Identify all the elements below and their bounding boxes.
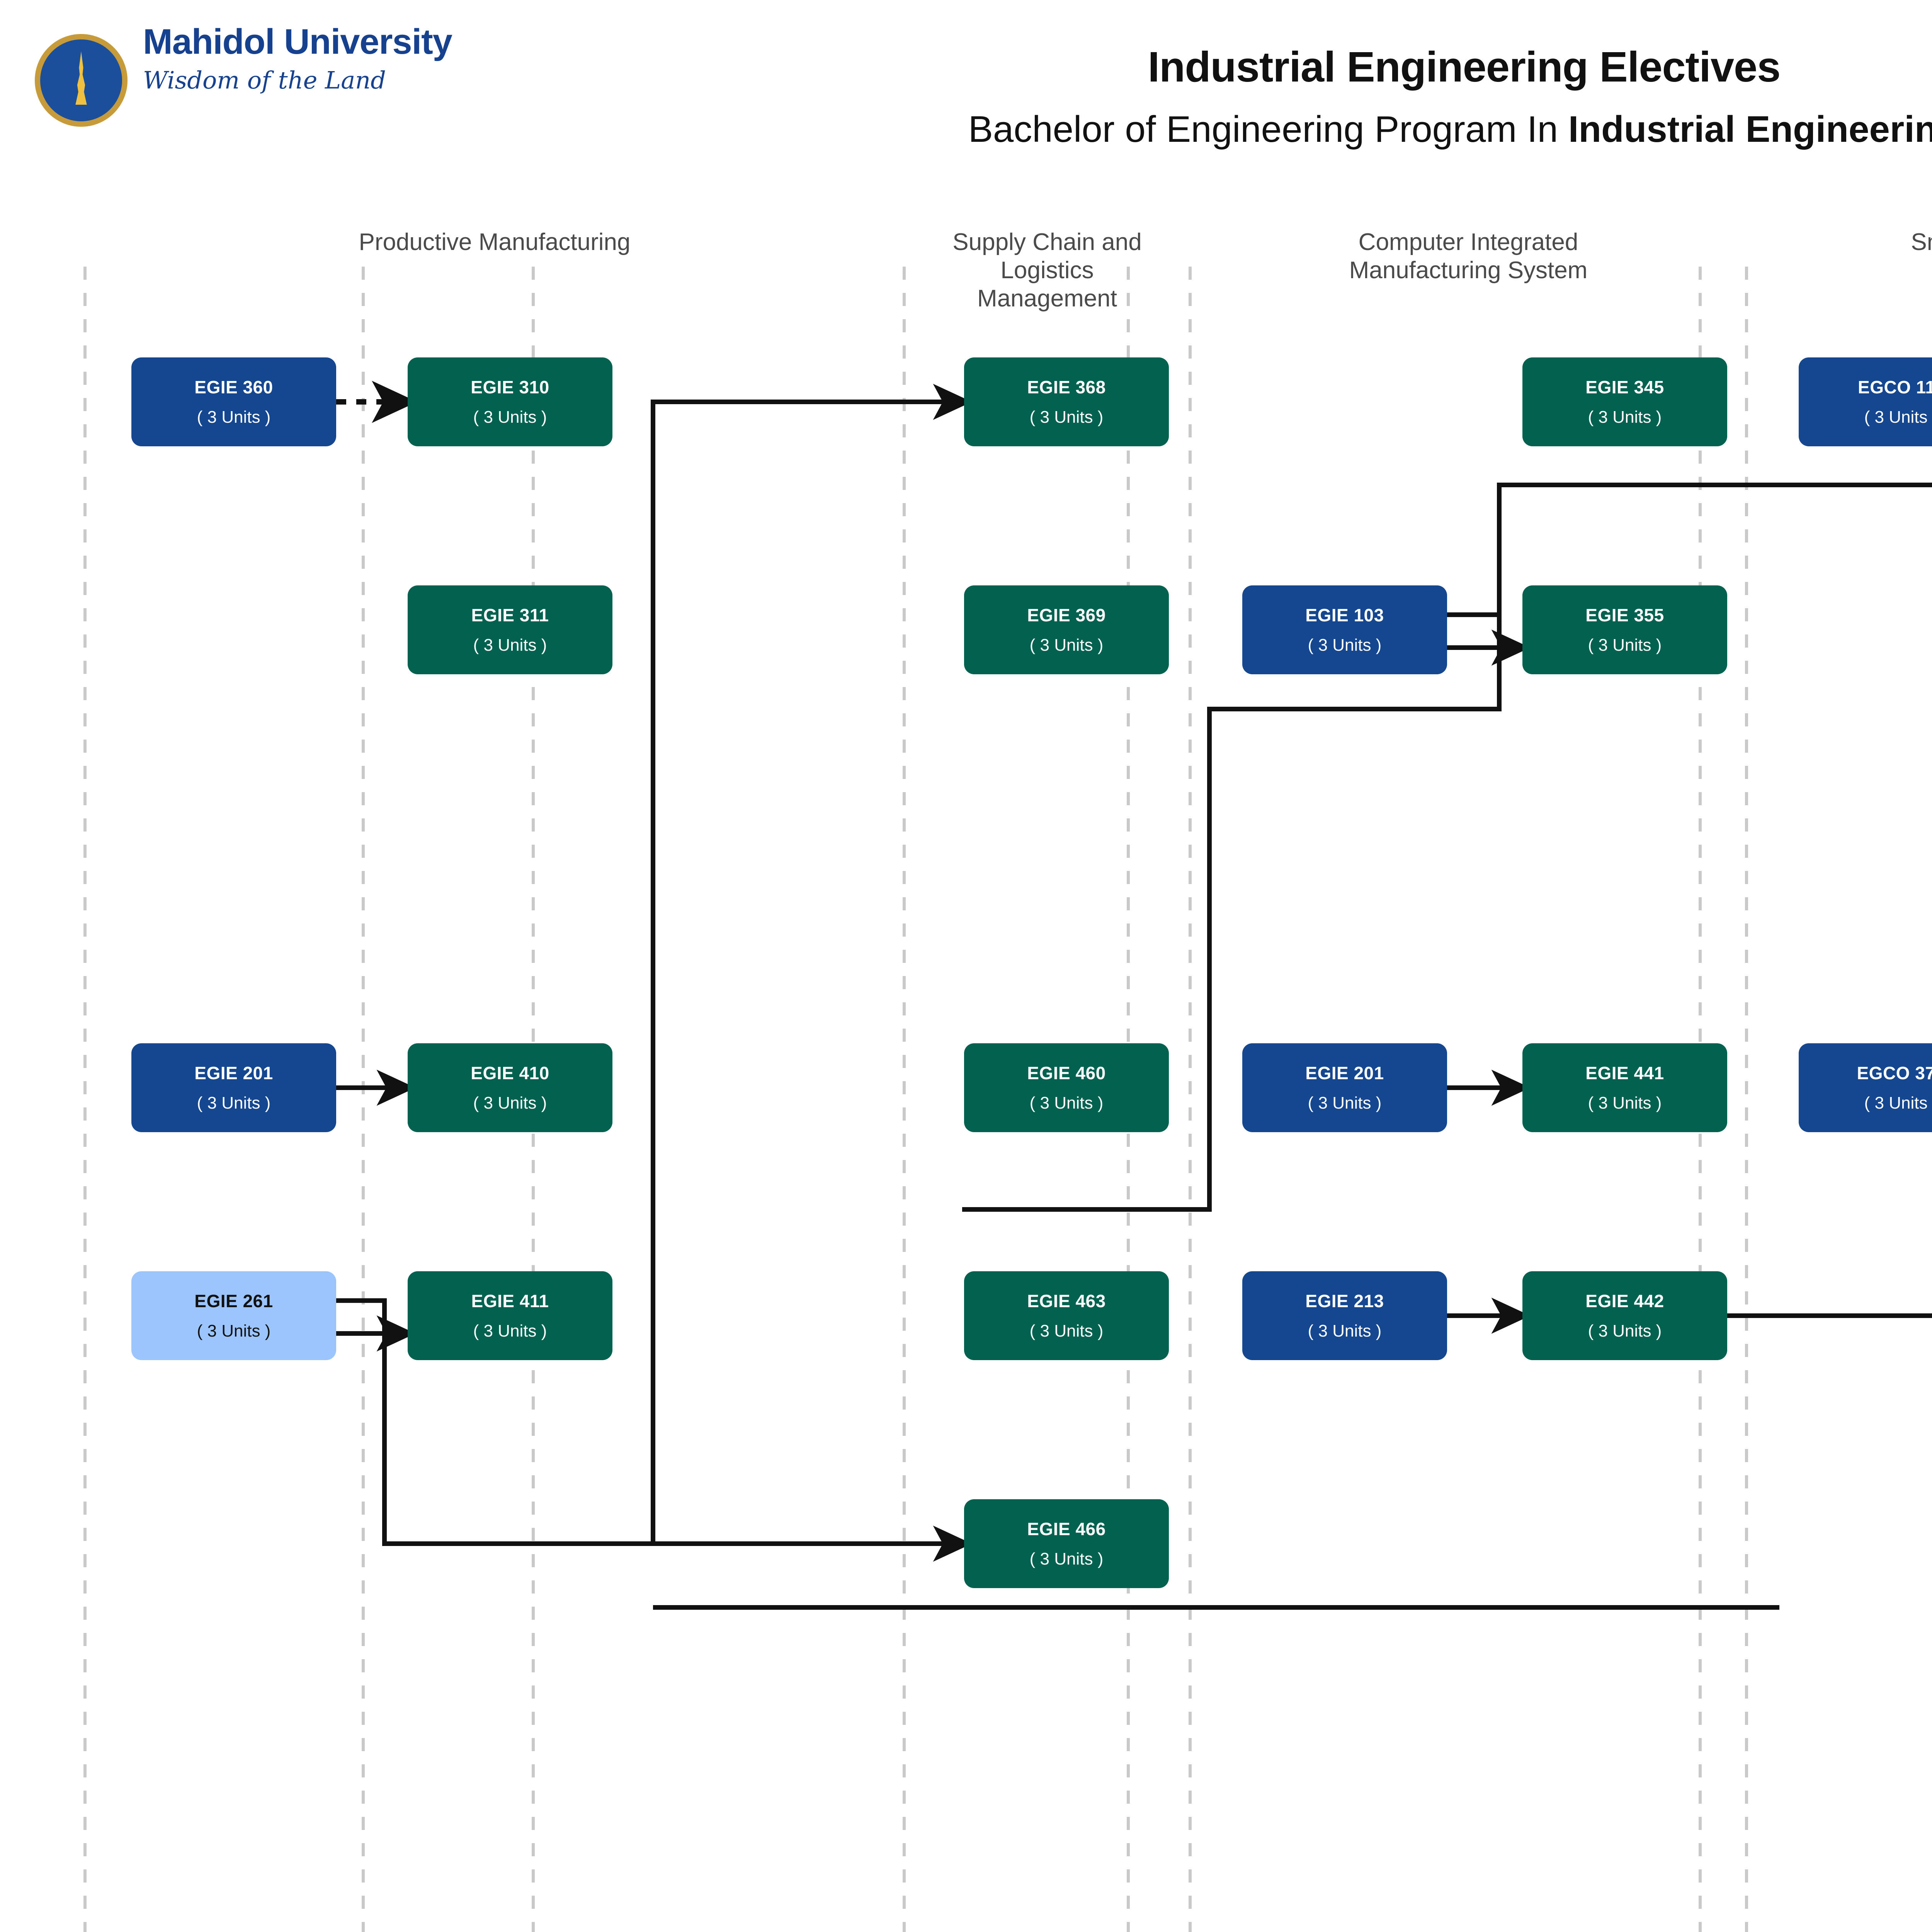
page-subtitle: Bachelor of Engineering Program In Indus… <box>0 108 1932 151</box>
page-subtitle-prefix: Bachelor of Engineering Program In <box>968 109 1568 150</box>
course-node-egie-411[interactable]: EGIE 411 ( 3 Units ) <box>408 1271 612 1360</box>
course-units: ( 3 Units ) <box>1588 1094 1662 1112</box>
course-units: ( 3 Units ) <box>1588 408 1662 427</box>
page-title: Industrial Engineering Electives <box>1148 43 1781 91</box>
course-node-egie-345[interactable]: EGIE 345 ( 3 Units ) <box>1522 357 1727 446</box>
column-heading-line: Manufacturing System <box>1349 257 1588 284</box>
brand-tagline: Wisdom of the Land <box>143 66 386 94</box>
course-node-egie-466-sc[interactable]: EGIE 466 ( 3 Units ) <box>964 1499 1169 1588</box>
course-units: ( 3 Units ) <box>197 1321 271 1340</box>
course-code: EGIE 411 <box>471 1291 549 1311</box>
course-node-egie-261[interactable]: EGIE 261 ( 3 Units ) <box>131 1271 336 1360</box>
course-node-egco-375[interactable]: EGCO 375 ( 3 Units ) <box>1799 1043 1932 1132</box>
course-code: EGIE 460 <box>1027 1063 1106 1083</box>
course-units: ( 3 Units ) <box>197 1094 271 1112</box>
course-code: EGIE 310 <box>471 377 549 397</box>
course-units: ( 3 Units ) <box>1029 408 1104 427</box>
column-heading-line: Computer Integrated <box>1358 229 1578 255</box>
course-units: ( 3 Units ) <box>1029 1549 1104 1568</box>
course-units: ( 3 Units ) <box>1029 1321 1104 1340</box>
course-code: EGIE 442 <box>1585 1291 1664 1311</box>
course-node-egie-360[interactable]: EGIE 360 ( 3 Units ) <box>131 357 336 446</box>
course-units: ( 3 Units ) <box>1029 1094 1104 1112</box>
column-heading-line: Manufacturing <box>1747 256 1932 284</box>
course-node-egie-368[interactable]: EGIE 368 ( 3 Units ) <box>964 357 1169 446</box>
course-code: EGIE 369 <box>1027 605 1106 625</box>
course-node-egie-463[interactable]: EGIE 463 ( 3 Units ) <box>964 1271 1169 1360</box>
course-code: EGIE 360 <box>194 377 273 397</box>
course-code: EGIE 463 <box>1027 1291 1106 1311</box>
brand-text: Mahidol University Wisdom of the Land <box>143 23 452 94</box>
column-heading-line: Smart and Digitalized <box>1911 229 1932 255</box>
course-units: ( 3 Units ) <box>473 636 547 655</box>
page-header: Mahidol University Wisdom of the Land In… <box>0 0 1932 216</box>
course-code: EGIE 201 <box>194 1063 273 1083</box>
course-code: EGCO 111 <box>1858 377 1932 397</box>
course-code: EGIE 410 <box>471 1063 549 1083</box>
course-code: EGIE 441 <box>1585 1063 1664 1083</box>
page-subtitle-strong: Industrial Engineering <box>1568 109 1932 150</box>
course-code: EGIE 201 <box>1305 1063 1384 1083</box>
course-units: ( 3 Units ) <box>1864 408 1932 427</box>
course-units: ( 3 Units ) <box>1864 1094 1932 1112</box>
column-heading-smart-and-digitalized-manufacturing: Smart and DigitalizedManufacturing <box>1747 228 1932 284</box>
course-node-egco-111[interactable]: EGCO 111 ( 3 Units ) <box>1799 357 1932 446</box>
course-code: EGIE 368 <box>1027 377 1106 397</box>
course-units: ( 3 Units ) <box>1588 1321 1662 1340</box>
course-node-egie-460[interactable]: EGIE 460 ( 3 Units ) <box>964 1043 1169 1132</box>
course-node-egie-369[interactable]: EGIE 369 ( 3 Units ) <box>964 585 1169 674</box>
course-code: EGCO 375 <box>1857 1063 1932 1083</box>
course-node-egie-442[interactable]: EGIE 442 ( 3 Units ) <box>1522 1271 1727 1360</box>
course-code: EGIE 466 <box>1027 1519 1106 1539</box>
course-units: ( 3 Units ) <box>1308 1094 1382 1112</box>
course-units: ( 3 Units ) <box>473 1094 547 1112</box>
course-units: ( 3 Units ) <box>1308 1321 1382 1340</box>
course-units: ( 3 Units ) <box>1029 636 1104 655</box>
brand-name: Mahidol University <box>143 22 452 61</box>
course-units: ( 3 Units ) <box>473 408 547 427</box>
course-units: ( 3 Units ) <box>1588 636 1662 655</box>
course-code: EGIE 261 <box>194 1291 273 1311</box>
brand-logo: Mahidol University Wisdom of the Land <box>35 23 576 174</box>
course-code: EGIE 355 <box>1585 605 1664 625</box>
course-units: ( 3 Units ) <box>1308 636 1382 655</box>
course-node-egie-441[interactable]: EGIE 441 ( 3 Units ) <box>1522 1043 1727 1132</box>
course-units: ( 3 Units ) <box>473 1321 547 1340</box>
course-code: EGIE 311 <box>471 605 549 625</box>
course-node-egie-213[interactable]: EGIE 213 ( 3 Units ) <box>1242 1271 1447 1360</box>
course-node-egie-201-b[interactable]: EGIE 201 ( 3 Units ) <box>1242 1043 1447 1132</box>
connector-line <box>651 384 972 1544</box>
course-code: EGIE 213 <box>1305 1291 1384 1311</box>
course-node-egie-310[interactable]: EGIE 310 ( 3 Units ) <box>408 357 612 446</box>
column-heading-productive-manufacturing: Productive Manufacturing <box>85 228 904 256</box>
column-heading-line: Supply Chain and Logistics <box>952 229 1142 284</box>
column-heading-line: Management <box>977 285 1117 312</box>
course-node-egie-355-c[interactable]: EGIE 355 ( 3 Units ) <box>1522 585 1727 674</box>
course-node-egie-103[interactable]: EGIE 103 ( 3 Units ) <box>1242 585 1447 674</box>
course-node-egie-201-a[interactable]: EGIE 201 ( 3 Units ) <box>131 1043 336 1132</box>
course-code: EGIE 345 <box>1585 377 1664 397</box>
course-code: EGIE 103 <box>1305 605 1384 625</box>
course-units: ( 3 Units ) <box>197 408 271 427</box>
course-node-egie-311[interactable]: EGIE 311 ( 3 Units ) <box>408 585 612 674</box>
column-heading-line: Productive Manufacturing <box>359 229 631 255</box>
course-node-egie-410[interactable]: EGIE 410 ( 3 Units ) <box>408 1043 612 1132</box>
